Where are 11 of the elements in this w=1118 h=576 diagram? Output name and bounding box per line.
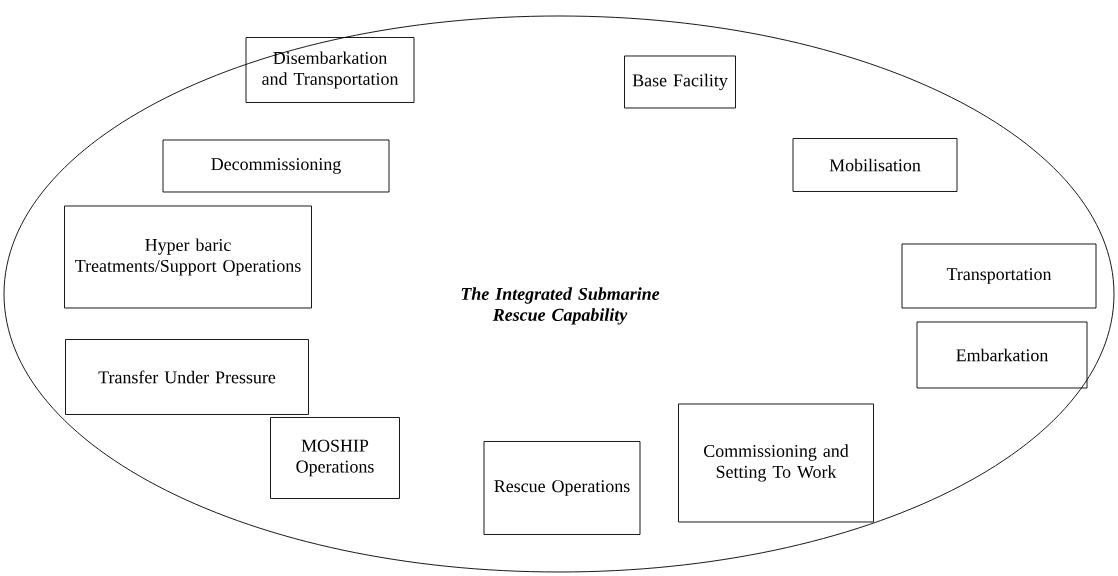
process-box: Transfer Under Pressure	[65, 339, 309, 415]
process-box: Base Facility	[624, 55, 736, 109]
process-box: Commissioning and Setting To Work	[678, 403, 874, 523]
process-box: Rescue Operations	[483, 441, 641, 535]
process-box: Hyper baric Treatments/Support Operations	[64, 205, 312, 309]
process-box: Transportation	[901, 243, 1097, 309]
process-box: Disembarkation and Transportation	[245, 37, 415, 103]
process-box: MOSHIP Operations	[270, 417, 400, 499]
process-box: Embarkation	[916, 321, 1088, 389]
process-box: Mobilisation	[792, 138, 958, 192]
process-box: Decommissioning	[162, 139, 390, 193]
